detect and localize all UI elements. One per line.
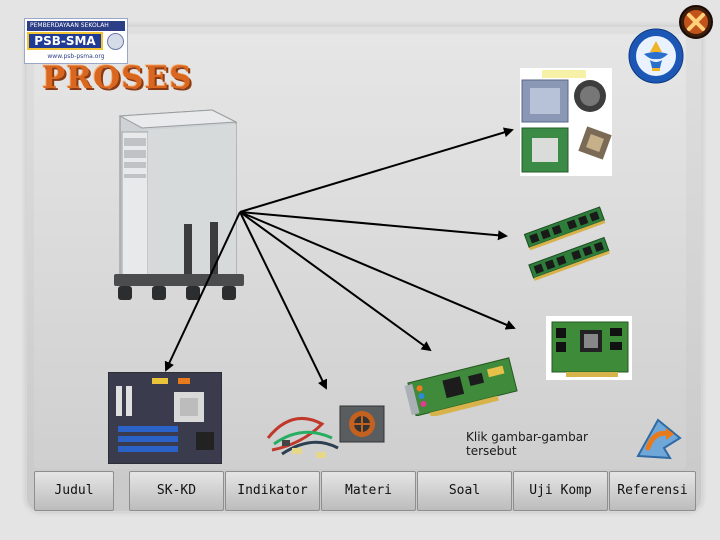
logo-seal-icon [107, 33, 124, 50]
nav-referensi-button[interactable]: Referensi [609, 471, 696, 511]
sound-card-image[interactable] [404, 354, 520, 416]
next-slide-button[interactable] [634, 418, 684, 462]
instruction-text: Klik gambar-gambar tersebut [466, 430, 588, 458]
psb-sma-logo: PEMBERDAYAAN SEKOLAH PSB-SMA www.psb-psm… [24, 18, 128, 64]
computer-tower-image[interactable] [104, 104, 244, 304]
close-slide-button[interactable] [678, 4, 714, 40]
nav-sk-kd-button[interactable]: SK-KD [129, 471, 224, 511]
page-title: PROSES [42, 60, 193, 96]
nav-soal-button[interactable]: Soal [417, 471, 512, 511]
power-supply-image[interactable] [262, 404, 390, 466]
ram-memory-image[interactable] [520, 196, 610, 286]
nav-uji-komp-button[interactable]: Uji Komp [513, 471, 608, 511]
nav-materi-button[interactable]: Materi [321, 471, 416, 511]
processor-image[interactable] [520, 68, 612, 176]
logo-top-text: PEMBERDAYAAN SEKOLAH [27, 21, 125, 31]
nav-judul-button[interactable]: Judul [34, 471, 114, 511]
logo-main-text: PSB-SMA [27, 32, 103, 50]
motherboard-image[interactable] [108, 372, 222, 464]
tut-wuri-handayani-emblem-icon [628, 28, 684, 84]
vga-card-image[interactable] [546, 316, 632, 380]
nav-indikator-button[interactable]: Indikator [225, 471, 320, 511]
bottom-navigation: Judul SK-KD Indikator Materi Soal Uji Ko… [34, 471, 696, 511]
logo-url-text: www.psb-psma.org [47, 53, 105, 60]
